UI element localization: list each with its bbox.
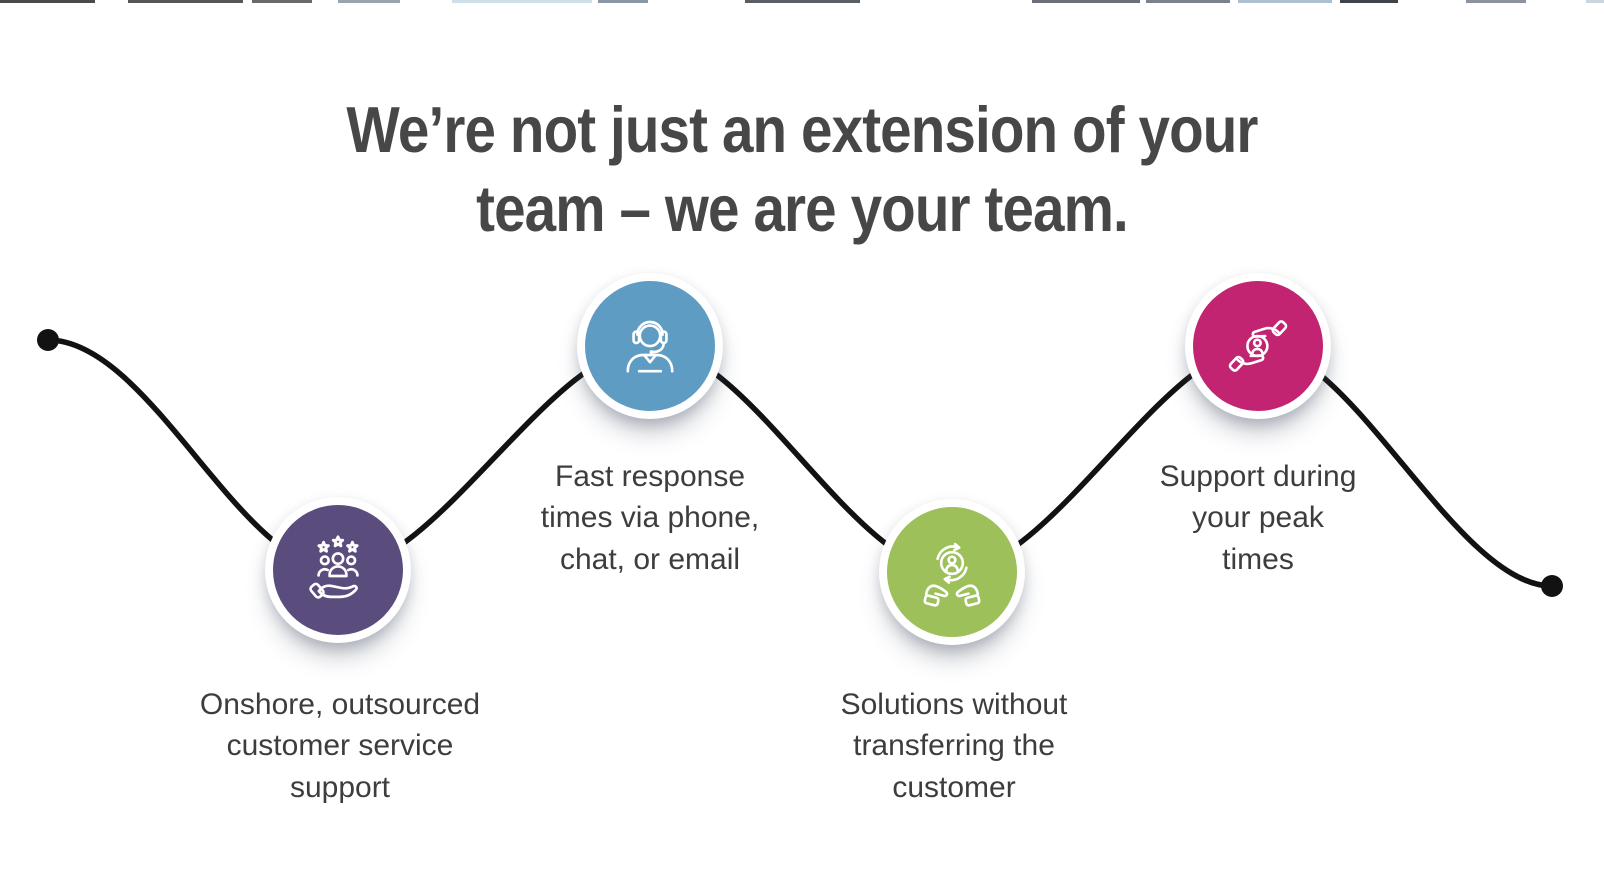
customer-care-hands-icon: [1228, 320, 1288, 372]
headset-agent-icon: [626, 320, 674, 373]
node-no-transfer: [879, 499, 1025, 645]
top-crop-artifact: [0, 0, 1604, 5]
team-stars-in-hand-icon: [309, 535, 359, 599]
timeline-end-dot: [1541, 575, 1563, 597]
node-fast-response: [577, 273, 723, 419]
page-title: We’re not just an extension of your team…: [346, 92, 1258, 245]
label-no-transfer: Solutions without transferring the custo…: [840, 688, 1068, 804]
timeline-start-dot: [37, 329, 59, 351]
label-onshore-support: Onshore, outsourced customer service sup…: [199, 688, 481, 804]
node-peak-support: [1185, 273, 1331, 419]
node-onshore-support: [265, 497, 411, 643]
label-peak-support: Support during your peak times: [1159, 460, 1357, 576]
label-fast-response: Fast response times via phone, chat, or …: [540, 460, 760, 576]
customer-retention-icon: [923, 542, 981, 607]
